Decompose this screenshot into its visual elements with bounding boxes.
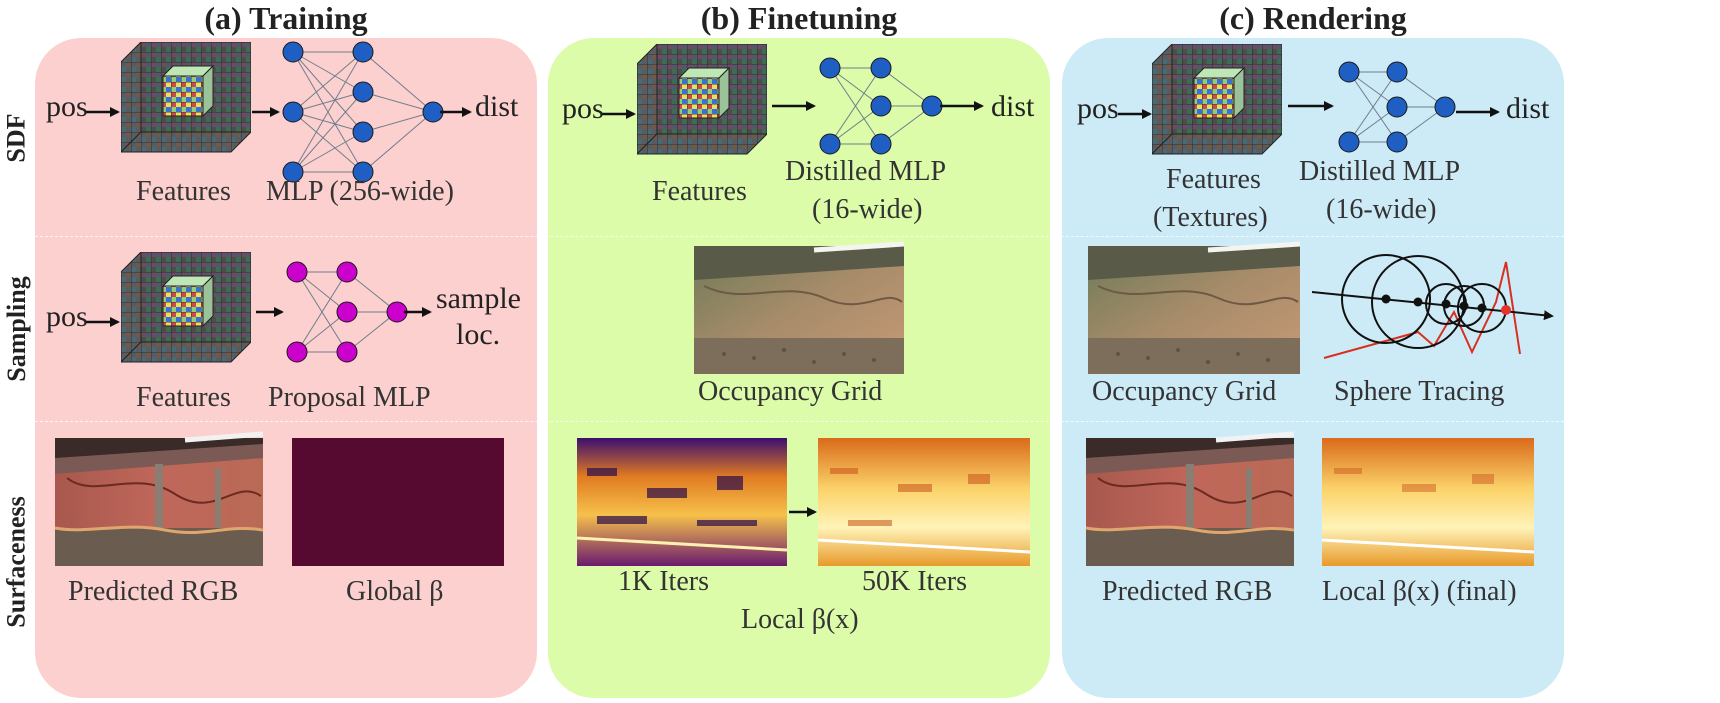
feature-grid-icon bbox=[121, 42, 251, 162]
sdf-output-label: dist bbox=[475, 90, 519, 123]
sdf-output-label: dist bbox=[991, 90, 1035, 123]
sdf-input-label: pos bbox=[562, 92, 604, 125]
network-node bbox=[1386, 61, 1408, 83]
predicted-rgb-caption: Predicted RGB bbox=[1102, 576, 1273, 607]
distilled-mlp-caption-line2: (16-wide) bbox=[812, 194, 923, 225]
sphere-tracing-caption: Sphere Tracing bbox=[1334, 376, 1505, 407]
global-beta-caption: Global β bbox=[346, 576, 444, 607]
network-node bbox=[352, 41, 374, 63]
surface-hit-point bbox=[1501, 305, 1511, 315]
row-label-sampling: Sampling bbox=[2, 275, 31, 382]
network-node bbox=[870, 133, 892, 155]
sdf-input-label: pos bbox=[46, 90, 88, 123]
sample-location-label-line2: loc. bbox=[456, 318, 501, 351]
network-node bbox=[336, 301, 358, 323]
network-node bbox=[286, 261, 308, 283]
occupancy-grid-caption: Occupancy Grid bbox=[698, 376, 883, 407]
network-node bbox=[1434, 96, 1456, 118]
predicted-rgb-caption: Predicted RGB bbox=[68, 576, 239, 607]
iter-1k-caption: 1K Iters bbox=[618, 566, 709, 597]
output-arrow bbox=[440, 107, 472, 117]
network-node bbox=[1338, 131, 1360, 153]
network-node bbox=[336, 261, 358, 283]
input-arrow bbox=[1118, 109, 1152, 119]
input-arrow bbox=[86, 107, 120, 117]
feature-grid-icon bbox=[121, 252, 251, 372]
network-node bbox=[282, 41, 304, 63]
training-panel bbox=[35, 38, 537, 698]
beta-1k-iters-heatmap bbox=[576, 438, 788, 566]
local-beta-final-heatmap bbox=[1321, 438, 1535, 566]
mlp-arrow bbox=[256, 307, 284, 317]
input-arrow bbox=[602, 109, 636, 119]
network-node bbox=[352, 121, 374, 143]
mlp-arrow bbox=[772, 101, 816, 111]
row-label-sdf: SDF bbox=[2, 113, 31, 163]
finetuning-title: (b) Finetuning bbox=[700, 0, 898, 36]
network-node bbox=[921, 95, 943, 117]
occupancy-grid-caption: Occupancy Grid bbox=[1092, 376, 1277, 407]
row-label-surfaceness: Surfaceness bbox=[2, 496, 31, 628]
mlp-arrow bbox=[252, 107, 280, 117]
network-node bbox=[282, 101, 304, 123]
output-arrow bbox=[404, 307, 432, 317]
rendering-title: (c) Rendering bbox=[1219, 0, 1407, 36]
network-node bbox=[336, 341, 358, 363]
network-node bbox=[352, 81, 374, 103]
iteration-arrow bbox=[789, 507, 817, 517]
local-beta-final-caption: Local β(x) (final) bbox=[1322, 576, 1517, 607]
training-title: (a) Training bbox=[204, 0, 368, 36]
sphere-tracing-diagram bbox=[1311, 254, 1554, 359]
features-caption: Features bbox=[136, 176, 231, 207]
global-beta-image bbox=[292, 438, 504, 566]
mlp-256-wide-network bbox=[282, 41, 444, 183]
local-beta-caption: Local β(x) bbox=[741, 604, 859, 635]
network-node bbox=[870, 95, 892, 117]
distilled-mlp-network bbox=[1338, 61, 1456, 153]
features-caption: Features bbox=[136, 382, 231, 413]
network-node bbox=[352, 161, 374, 183]
sampling-input-label: pos bbox=[46, 300, 88, 333]
network-node bbox=[819, 133, 841, 155]
sdf-output-label: dist bbox=[1506, 92, 1550, 125]
output-arrow bbox=[1456, 107, 1500, 117]
distilled-mlp-caption-line1: Distilled MLP bbox=[785, 156, 947, 187]
predicted-rgb-image bbox=[54, 431, 264, 566]
network-node bbox=[286, 341, 308, 363]
input-arrow bbox=[86, 317, 120, 327]
distilled-mlp-network bbox=[819, 57, 943, 155]
proposal-mlp-network bbox=[286, 261, 408, 363]
feature-grid-icon bbox=[637, 44, 767, 164]
features-caption-line2: (Textures) bbox=[1153, 202, 1268, 233]
proposal-mlp-caption: Proposal MLP bbox=[268, 382, 431, 413]
feature-texture-grid-icon bbox=[1152, 44, 1282, 164]
network-node bbox=[1386, 96, 1408, 118]
iter-50k-caption: 50K Iters bbox=[862, 566, 967, 597]
network-node bbox=[819, 57, 841, 79]
row-divider bbox=[35, 421, 1564, 422]
network-node bbox=[282, 161, 304, 183]
network-node bbox=[870, 57, 892, 79]
output-arrow bbox=[940, 101, 984, 111]
predicted-rgb-image bbox=[1085, 431, 1295, 566]
features-caption: Features bbox=[652, 176, 747, 207]
sdf-input-label: pos bbox=[1077, 92, 1119, 125]
features-caption-line1: Features bbox=[1166, 164, 1261, 195]
distilled-mlp-caption-line2: (16-wide) bbox=[1326, 194, 1437, 225]
mlp-arrow bbox=[1288, 101, 1334, 111]
network-node bbox=[1386, 131, 1408, 153]
sample-location-label-line1: sample bbox=[436, 282, 521, 315]
distilled-mlp-caption-line1: Distilled MLP bbox=[1299, 156, 1461, 187]
occupancy-grid-image bbox=[1088, 241, 1301, 374]
mlp-caption: MLP (256-wide) bbox=[266, 176, 454, 207]
network-node bbox=[1338, 61, 1360, 83]
beta-50k-iters-heatmap bbox=[817, 438, 1031, 566]
occupancy-grid-image bbox=[694, 241, 905, 374]
row-divider bbox=[35, 236, 1564, 237]
